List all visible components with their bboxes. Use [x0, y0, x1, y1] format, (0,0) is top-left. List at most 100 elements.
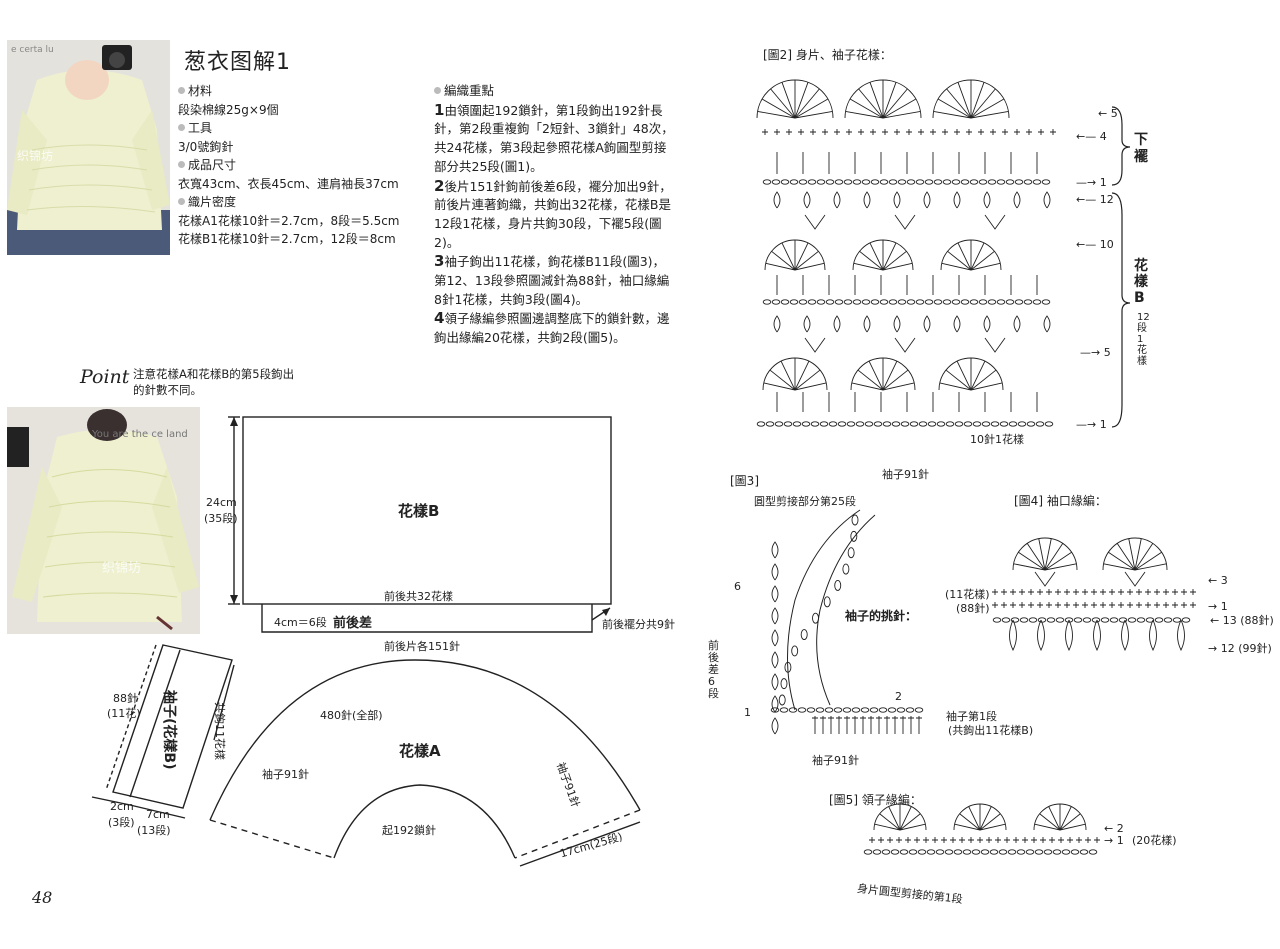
fig5-sc-row [869, 837, 875, 843]
fig2-chain-row3 [882, 421, 892, 427]
fig2-chain-row2 [834, 299, 844, 305]
fig5-chart [863, 803, 1100, 855]
fig5-fan-arc [953, 803, 1007, 831]
fig5-chain [1007, 849, 1017, 855]
fig2-top-fan [869, 82, 884, 119]
fig4-sc-row2 [1190, 602, 1196, 608]
fig2-top-fan [937, 98, 972, 119]
fig3-pickup: 袖子的挑針： [845, 609, 918, 623]
fig2-top-fan [882, 110, 921, 119]
fig3-tr [844, 716, 850, 734]
fig4-sc-row1 [1118, 589, 1124, 595]
fig5-chain [1025, 849, 1035, 855]
fig3-tr [852, 716, 858, 734]
fig2-chain-row2 [771, 299, 781, 305]
fig2-sc-row [834, 129, 840, 135]
fig4-chain [1001, 617, 1011, 623]
fig4-fan [1044, 538, 1052, 571]
fig5-sc-row [959, 837, 965, 843]
fig2-chain-row2 [906, 299, 916, 305]
fig4-sc-row2 [1127, 602, 1133, 608]
fig2-chain-row2 [879, 299, 889, 305]
fig2-v [804, 214, 826, 230]
fig2-chain-row3 [792, 421, 802, 427]
fig4-sc-row1 [1109, 589, 1115, 595]
density-a: 花樣A1花樣10針＝2.7cm，8段＝5.5cm [178, 213, 400, 228]
note-2: 2後片151針鉤前後差6段，襬分加出9針，前後片連著鉤織，共鉤出32花樣，花樣B… [434, 176, 672, 250]
fig2-chain-row [852, 179, 862, 185]
fig3-base-chain [914, 707, 924, 713]
schematic-lines [91, 416, 641, 867]
fig2-chain-row2 [1041, 299, 1051, 305]
fig2-puff2 [923, 315, 931, 333]
fig2-puff [1013, 191, 1021, 209]
fig2-top-fan [849, 98, 884, 119]
fig2-sc-row [774, 129, 780, 135]
fig3-curve [787, 509, 861, 711]
fig5-chain [1016, 849, 1026, 855]
fig4-chain [1136, 617, 1146, 623]
fig2-mid-fan [882, 242, 897, 271]
fig5-sc-row [986, 837, 992, 843]
density-b: 花樣B1花樣10針＝2.7cm，12段＝8cm [178, 232, 396, 246]
material-label: 材料 [178, 82, 400, 101]
fig3-puff [771, 629, 779, 647]
fig4-sc-row1 [1145, 589, 1151, 595]
fig5-count: (20花樣) [1132, 834, 1177, 847]
fig2-low-fan [851, 382, 884, 391]
fig2-sc-row [1026, 129, 1032, 135]
fig2-chain-row2 [816, 299, 826, 305]
sleeve-width: 7cm [146, 808, 170, 821]
fig2-sc-row [822, 129, 828, 135]
fig3-base-chain [824, 707, 834, 713]
fig2-chain-row2 [789, 299, 799, 305]
fig5-sc-row [1085, 837, 1091, 843]
fig2-puff2 [773, 315, 781, 333]
fig5-fan-arc [1033, 803, 1087, 831]
fig4-chain [1163, 617, 1173, 623]
fig4-chain [1028, 617, 1038, 623]
fig4-sc-row2 [1172, 602, 1178, 608]
fig5-title: [圖5] 領子緣編： [829, 793, 922, 807]
fig4-sc-row2 [1118, 602, 1124, 608]
fig5-sc-row [1004, 837, 1010, 843]
fig3-puff [771, 651, 779, 669]
fig4-sc-row1 [1136, 589, 1142, 595]
fig2-mid-fan-arc [940, 239, 1002, 271]
fig2-puff [773, 191, 781, 209]
fig4-sc-row2 [1109, 602, 1115, 608]
fig4-sc-row2 [1100, 602, 1106, 608]
fig4-sc-row2 [992, 602, 998, 608]
fig5-chain [917, 849, 927, 855]
fig2-chain-row3 [918, 421, 928, 427]
fig2-sc-row [966, 129, 972, 135]
sleeve-cuff-rows: (3段) [108, 816, 135, 829]
fig3-base-chain [815, 707, 825, 713]
fig3-puff [771, 607, 779, 625]
fig2-repeat: 10針1花樣 [970, 433, 1024, 446]
fig2-low-fan [939, 382, 972, 391]
fig2-chain-row2 [825, 299, 835, 305]
fig2-chain-row2 [951, 299, 961, 305]
fig2-chain-row2 [1005, 299, 1015, 305]
fig4-row13: ← 13 (88針) [1210, 614, 1274, 627]
fig4-sc-row1 [1091, 589, 1097, 595]
fig4-row3: ← 3 [1208, 574, 1228, 587]
fig5-chain [944, 849, 954, 855]
fig3-tr [828, 716, 834, 734]
fig4-fan [1134, 538, 1142, 571]
fig5-fan [1048, 806, 1061, 831]
fig2-chain-row3 [1035, 421, 1045, 427]
fig2-top-fan [761, 98, 796, 119]
fig2-mid-fan-arc [764, 239, 826, 271]
fig2-puff2 [893, 315, 901, 333]
diff-label: 前後差 [333, 616, 373, 631]
fig2-v2 [894, 337, 916, 353]
fig2-puff2 [983, 315, 991, 333]
fig4-chain [1154, 617, 1164, 623]
fig2-chain-row [834, 179, 844, 185]
fig3-chart [770, 509, 924, 735]
photo-top-watermark: 织锦坊 [17, 148, 53, 163]
fig2-sc-row [786, 129, 792, 135]
point-word: Point [80, 366, 130, 388]
